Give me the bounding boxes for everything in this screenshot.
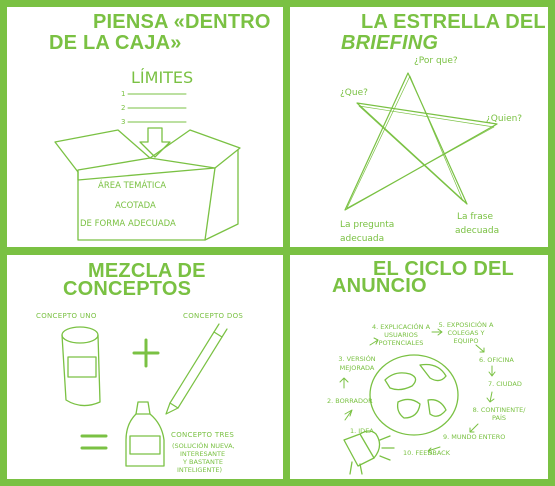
result-line1: (SOLUCIÓN NUEVA, (172, 442, 235, 450)
cycle-step-9: 9. MUNDO ENTERO (443, 433, 506, 441)
cycle-step-7: 7. CIUDAD (488, 380, 522, 388)
pencil-icon (165, 323, 228, 415)
result-line2: INTERESANTE (180, 450, 226, 458)
list-number-2: 2 (121, 104, 126, 112)
label-question-line2: adecuada (340, 234, 385, 244)
result-line4: INTELIGENTE) (177, 466, 223, 474)
vertical-divider (283, 0, 290, 486)
panel-title-line1: PIENSA «DENTRO (93, 11, 271, 33)
box-text-line1: ÁREA TEMÁTICA (98, 181, 167, 191)
equals-icon (80, 434, 108, 450)
result-line3: Y BASTANTE (183, 458, 223, 466)
list-number-3: 3 (121, 118, 126, 126)
globe-icon (369, 354, 459, 436)
concept-one-label: CONCEPTO UNO (36, 312, 97, 320)
concept-two-label: CONCEPTO DOS (183, 312, 244, 320)
cycle-arrows (339, 328, 496, 455)
star-shape (344, 72, 498, 211)
open-box-icon (54, 129, 241, 241)
cycle-step-3: 3. VERSIÓN MEJORADA (338, 355, 376, 372)
panel-title-line1: EL CICLO DEL (373, 258, 514, 280)
label-what: ¿Que? (340, 88, 368, 98)
box-text-line2: ACOTADA (115, 201, 156, 211)
cycle-step-4: 4. EXPLICACIÓN A USUARIOS POTENCIALES (371, 323, 431, 347)
label-who: ¿Quien? (486, 114, 523, 124)
tube-icon (125, 401, 165, 467)
cycle-step-6: 6. OFICINA (479, 356, 514, 364)
horizontal-divider (0, 247, 555, 255)
panel-title-italic: BRIEFING (341, 32, 439, 54)
label-question-line1: La pregunta (340, 220, 395, 230)
cycle-step-8: 8. CONTINENTE/ PAÍS (472, 406, 526, 422)
cycle-step-2: 2. BORRADOR (327, 397, 373, 405)
can-icon (61, 326, 101, 407)
label-phrase-line2: adecuada (455, 226, 500, 236)
limits-label: LÍMITES (131, 68, 194, 87)
panel-title-line2: DE LA CAJA» (49, 32, 182, 54)
concept-three-label: CONCEPTO TRES (171, 431, 235, 439)
panel-title-line1: LA ESTRELLA DEL (361, 11, 546, 33)
panel-title-line1: MEZCLA DE (88, 260, 206, 282)
panel-title-line2: ANUNCIO (332, 275, 427, 297)
cycle-step-5: 5. EXPOSICIÓN A COLEGAS Y EQUIPO (438, 321, 494, 345)
list-lines (127, 93, 187, 123)
cycle-step-1: 1. IDEA (350, 427, 374, 435)
plus-icon (132, 338, 160, 368)
panel-title-line2: BRIEFING (341, 33, 438, 53)
list-number-1: 1 (121, 90, 126, 98)
box-text-line3: DE FORMA ADECUADA (80, 219, 176, 229)
panel-title-line2: CONCEPTOS (63, 278, 192, 300)
label-phrase-line1: La frase (457, 212, 493, 222)
cycle-step-10: 10. FEEDBACK (403, 449, 450, 457)
label-why: ¿Por que? (414, 56, 458, 66)
megaphone-icon (343, 430, 395, 475)
